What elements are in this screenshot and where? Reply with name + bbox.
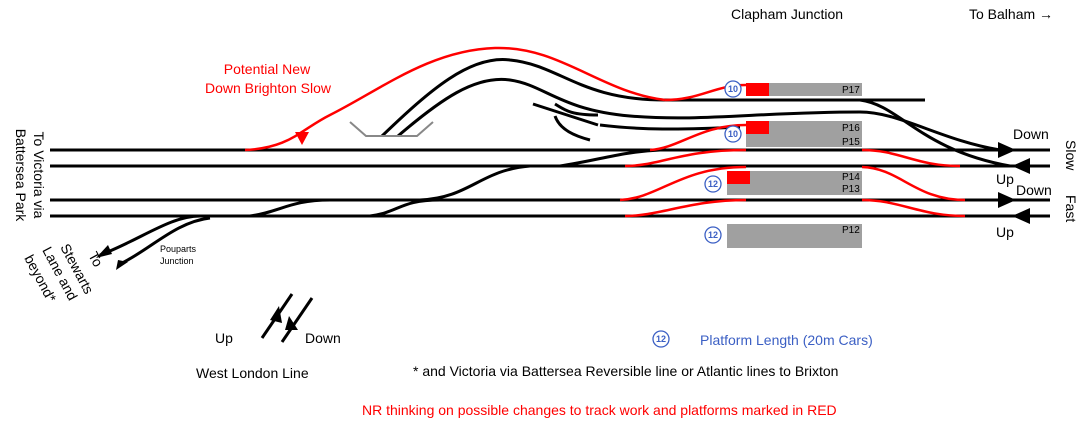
footnote: * and Victoria via Battersea Reversible … (413, 363, 838, 379)
stewarts-line1: To (85, 249, 106, 270)
red-fast-crossover-west (624, 198, 747, 218)
fast-label-group: Fast (1063, 195, 1079, 222)
down-slow-label: Down (1013, 126, 1049, 142)
length-badge-p17 (724, 80, 742, 98)
stewarts-arrow-up (96, 245, 112, 258)
west-london-down-label: Down (305, 330, 341, 346)
platform-p17 (746, 83, 862, 96)
platform-p14-extension (727, 171, 750, 184)
stewarts-branch-up (119, 216, 211, 266)
down-fast-arrow (998, 192, 1016, 208)
stewarts-branch-down (99, 214, 201, 257)
west-london-down-track (280, 297, 314, 343)
legend-length-label: Platform Length (20m Cars) (700, 332, 873, 348)
platform-label-p17: P17 (842, 85, 860, 96)
red-p14-departure (861, 165, 966, 202)
left-label-group-2: Battersea Park (13, 129, 29, 223)
length-badge-p14 (704, 175, 722, 193)
flyover-outer (380, 58, 666, 138)
red-p14-approach (619, 165, 747, 202)
down-fast-label: Down (1016, 182, 1052, 198)
west-london-down-arrow (285, 316, 298, 330)
platform-p12 (727, 224, 862, 248)
length-badge-p12-text: 12 (708, 230, 718, 240)
left-label-line2: Battersea Park (13, 129, 29, 223)
platform-label-p15: P15 (842, 137, 860, 148)
pouparts-line2: Junction (160, 256, 194, 266)
length-badge-p16 (724, 125, 742, 143)
spur-middle (554, 102, 599, 117)
length-badge-p12 (704, 226, 722, 244)
length-badge-p14-text: 12 (708, 179, 718, 189)
spur-lower (532, 102, 599, 127)
p17-to-slow (859, 98, 1011, 168)
flyover-inner (397, 77, 1001, 152)
west-london-title: West London Line (196, 365, 309, 381)
proposed-down-brighton-slow (244, 46, 666, 152)
proposal-label-line1: Potential New (224, 61, 311, 77)
platform-p16-extension (746, 121, 769, 134)
to-balham-label: To Balham → (969, 6, 1053, 22)
legend-length-badge-text: 12 (656, 334, 666, 344)
stewarts-label-to: To (85, 249, 106, 270)
platform-label-p13: P13 (842, 184, 860, 195)
slow-label: Slow (1063, 140, 1079, 171)
up-fast-label: Up (996, 224, 1014, 240)
down-slow-arrow (998, 142, 1016, 158)
spur-to-slow (553, 115, 591, 142)
fast-label: Fast (1063, 195, 1079, 222)
west-london-up-label: Up (215, 330, 233, 346)
red-note: NR thinking on possible changes to track… (362, 402, 837, 418)
page-title: Clapham Junction (731, 6, 843, 22)
red-slow-crossover-east (861, 148, 961, 168)
stewarts-arrow-down (116, 260, 128, 270)
siding-buffer (349, 121, 434, 137)
proposal-label-line2: Down Brighton Slow (205, 80, 332, 96)
fast-to-slow-curve (419, 164, 531, 202)
pouparts-line1: Pouparts (160, 244, 197, 254)
up-fast-arrow (1012, 208, 1030, 224)
up-slow-arrow (1012, 158, 1030, 174)
west-london-up-arrow (270, 306, 282, 323)
platform-label-p14: P14 (842, 172, 860, 183)
platform-label-p16: P16 (842, 123, 860, 134)
proposed-arrow (295, 132, 309, 145)
length-badge-p17-text: 10 (728, 84, 738, 94)
left-label-group: To Victoria via (31, 132, 47, 219)
left-label-line1: To Victoria via (31, 132, 47, 219)
red-slow-crossover-west (624, 148, 747, 168)
crossover-slow (559, 148, 661, 168)
fast-crossover-2 (369, 198, 441, 218)
platform-p17-extension (746, 83, 769, 96)
platform-label-p12: P12 (842, 225, 860, 236)
red-fast-crossover-east (861, 198, 966, 218)
up-slow-label: Up (996, 171, 1014, 187)
length-badge-p16-text: 10 (728, 129, 738, 139)
slow-label-group: Slow (1063, 140, 1079, 171)
legend-length-badge (652, 330, 670, 348)
fast-crossover-1 (249, 198, 331, 218)
